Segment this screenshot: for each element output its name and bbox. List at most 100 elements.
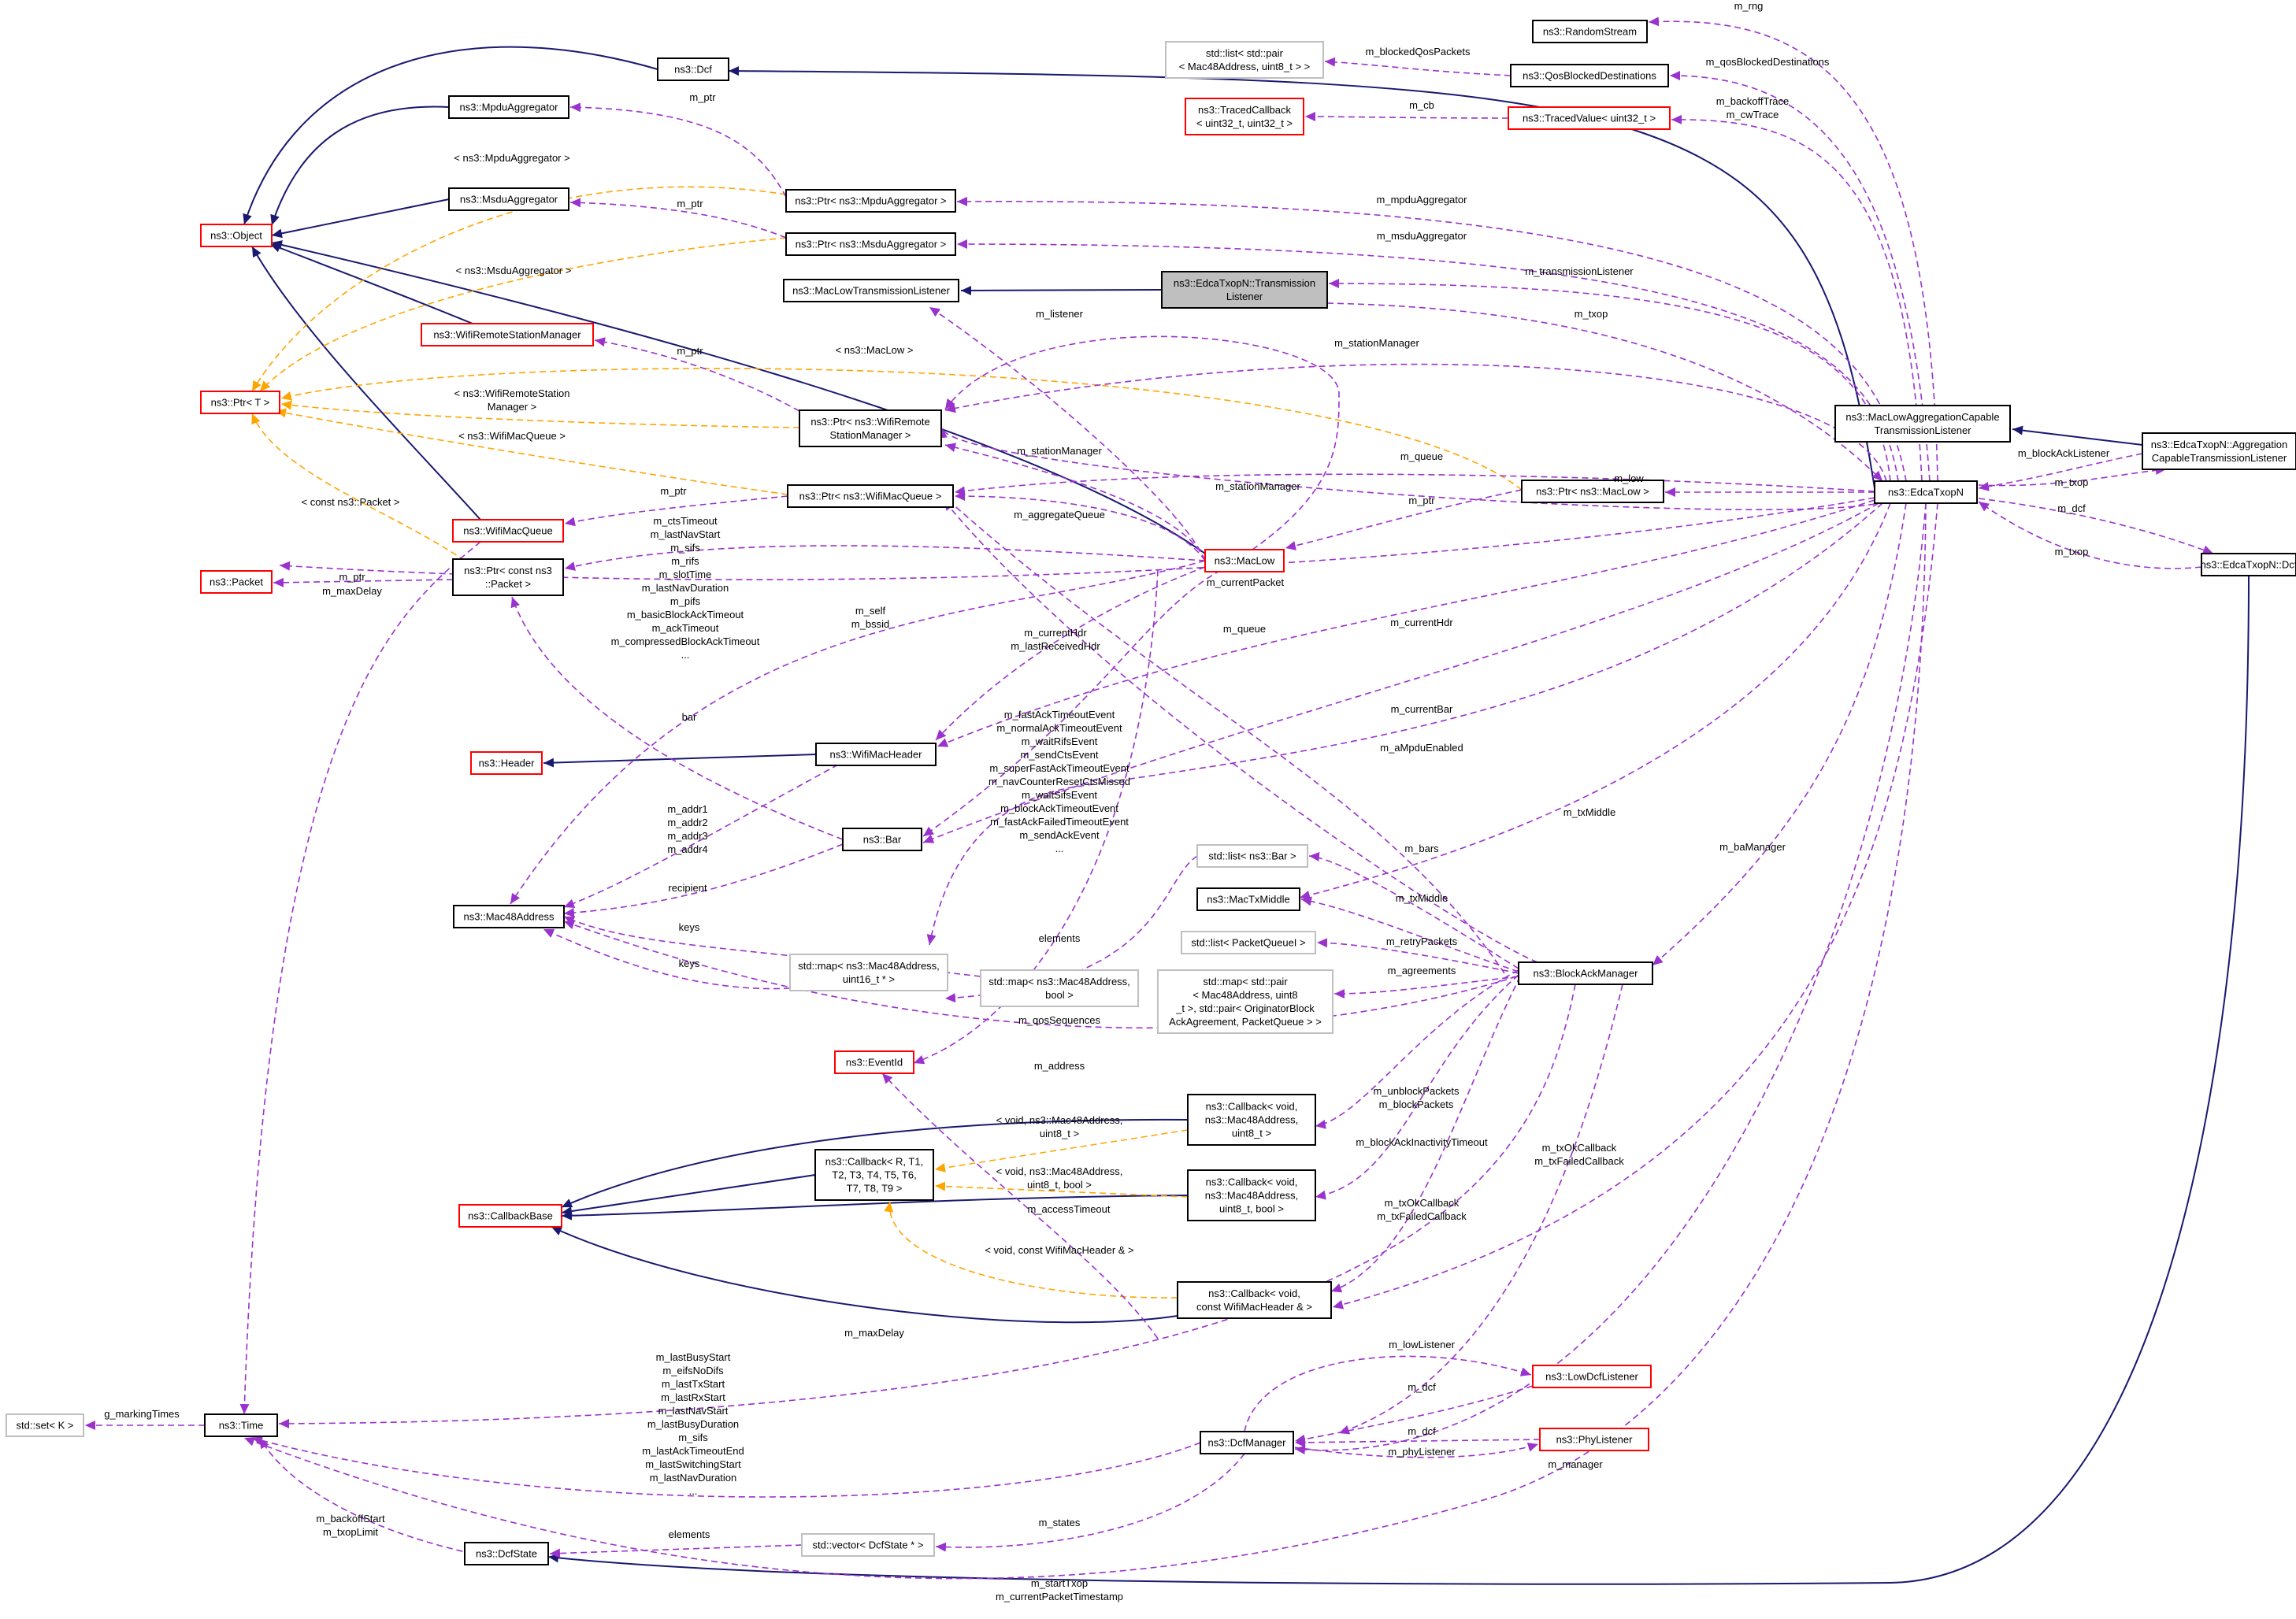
node-phyl[interactable]: ns3::PhyListener [1539, 1428, 1649, 1451]
node-dcfstate[interactable]: ns3::DcfState [464, 1542, 549, 1565]
edge-label-text: m_currentHdr [1024, 627, 1087, 639]
node-dcfmgr[interactable]: ns3::DcfManager [1200, 1431, 1294, 1454]
node-mpduagg[interactable]: ns3::MpduAggregator [448, 95, 569, 119]
edge-label-text: m_addr2 [667, 817, 707, 828]
edge-label-text: m_qosSequences [1018, 1014, 1101, 1026]
node-vecdcf[interactable]: std::vector< DcfState * > [801, 1533, 935, 1557]
node-mlactl[interactable]: ns3::MacLowAggregationCapableTransmissio… [1834, 405, 2011, 443]
node-label: uint16_t * > [843, 973, 895, 985]
node-listbar[interactable]: std::list< ns3::Bar > [1196, 844, 1308, 868]
edge-label-text: m_sendCtsEvent [1021, 749, 1099, 761]
edge-label-l_retry: m_retryPackets [1386, 935, 1458, 947]
node-bar[interactable]: ns3::Bar [842, 828, 922, 851]
node-box [1187, 1094, 1316, 1146]
node-packet[interactable]: ns3::Packet [200, 570, 273, 594]
node-label: < uint32_t, uint32_t > [1196, 117, 1293, 129]
node-tracedval[interactable]: ns3::TracedValue< uint32_t > [1508, 106, 1671, 130]
node-mapmac[interactable]: std::map< ns3::Mac48Address,uint16_t * > [789, 954, 948, 991]
member-edge [510, 596, 844, 840]
node-bam[interactable]: ns3::BlockAckManager [1518, 961, 1653, 985]
node-box [448, 95, 569, 119]
edge-label-text: m_cwTrace [1727, 109, 1779, 120]
node-cb3[interactable]: ns3::Callback< void,const WifiMacHeader … [1177, 1281, 1332, 1319]
edge-label-text: < ns3::MsduAggregator > [456, 265, 572, 276]
edge-label-text: keys [679, 958, 700, 969]
edge-label-text: ... [681, 649, 690, 661]
node-wmh[interactable]: ns3::WifiMacHeader [815, 743, 937, 766]
node-wrsm[interactable]: ns3::WifiRemoteStationManager [421, 323, 594, 346]
node-ptrmaclow[interactable]: ns3::Ptr< ns3::MacLow > [1521, 480, 1664, 503]
edge-label-text: m_txop [1575, 308, 1608, 320]
edge-label-text: m_rng [1734, 0, 1764, 12]
member-edge [1978, 465, 2167, 487]
node-lowdcf[interactable]: ns3::LowDcfListener [1532, 1365, 1652, 1388]
node-cb1[interactable]: ns3::Callback< void,ns3::Mac48Address,ui… [1187, 1094, 1316, 1146]
edge-label-text: m_sifs [670, 542, 700, 554]
node-mltl[interactable]: ns3::MacLowTransmissionListener [783, 279, 959, 302]
node-mac48[interactable]: ns3::Mac48Address [453, 905, 565, 928]
node-mactx[interactable]: ns3::MacTxMiddle [1196, 887, 1300, 911]
node-ptrwrsm[interactable]: ns3::Ptr< ns3::WifiRemoteStationManager … [799, 409, 942, 447]
node-box [1196, 844, 1308, 868]
node-box [1874, 480, 1978, 504]
node-header[interactable]: ns3::Header [470, 751, 543, 775]
node-box [1200, 1431, 1294, 1454]
node-tracedcb[interactable]: ns3::TracedCallback< uint32_t, uint32_t … [1185, 98, 1304, 135]
edge-label-text: m_aMpduEnabled [1380, 742, 1463, 754]
edge-label-l_wrsm_t: < ns3::WifiRemoteStationManager > [454, 387, 569, 413]
node-edcaagg[interactable]: ns3::EdcaTxopN::AggregationCapableTransm… [2142, 432, 2296, 470]
node-cb2[interactable]: ns3::Callback< void,ns3::Mac48Address,ui… [1187, 1169, 1316, 1221]
edge-label-l_elements2: elements [669, 1528, 710, 1540]
node-box [452, 558, 564, 596]
node-dcf[interactable]: ns3::Dcf [657, 57, 729, 81]
edge-label-text: m_dcf [2057, 502, 2086, 514]
edge-label-text: m_waitRifsEvent [1022, 735, 1098, 747]
node-mappair[interactable]: std::map< std::pair< Mac48Address, uint8… [1157, 969, 1333, 1034]
edge-label-text: m_ctsTimeout [653, 515, 718, 527]
node-edcadcf[interactable]: ns3::EdcaTxopN::Dcf [2201, 553, 2296, 576]
node-ptrT[interactable]: ns3::Ptr< T > [200, 391, 280, 414]
node-setK[interactable]: std::set< K > [6, 1413, 84, 1437]
node-eventid[interactable]: ns3::EventId [834, 1050, 914, 1074]
edge-label-l_dcf1: m_dcf [1408, 1381, 1436, 1393]
node-ptrwmq[interactable]: ns3::Ptr< ns3::WifiMacQueue > [787, 484, 954, 508]
node-randstream[interactable]: ns3::RandomStream [1532, 20, 1648, 43]
node-time[interactable]: ns3::Time [204, 1413, 278, 1437]
member-edge [1285, 489, 1523, 550]
node-box [842, 828, 922, 851]
node-msduagg[interactable]: ns3::MsduAggregator [448, 187, 569, 211]
node-listpair[interactable]: std::list< std::pair< Mac48Address, uint… [1165, 41, 1324, 79]
node-cbbase[interactable]: ns3::CallbackBase [458, 1204, 562, 1228]
node-box [657, 57, 729, 81]
node-label: ns3::Time [219, 1420, 264, 1432]
edge-label-text: m_waitSifsEvent [1022, 789, 1097, 801]
node-ptrmsdu[interactable]: ns3::Ptr< ns3::MsduAggregator > [785, 232, 956, 256]
node-qosblocked[interactable]: ns3::QosBlockedDestinations [1510, 64, 1669, 87]
node-label: ns3::DcfState [476, 1548, 537, 1560]
edge-label-text: m_addr3 [667, 830, 707, 842]
node-listpq[interactable]: std::list< PacketQueueI > [1181, 931, 1316, 954]
node-ptrmpdu[interactable]: ns3::Ptr< ns3::MpduAggregator > [785, 189, 956, 213]
node-box [785, 232, 956, 256]
member-edge [926, 502, 1883, 946]
edge-label-l_mptr6: m_ptr [339, 571, 365, 583]
node-mapbool[interactable]: std::map< ns3::Mac48Address,bool > [980, 969, 1139, 1007]
edge-label-text: m_stationManager [1017, 445, 1102, 457]
node-object[interactable]: ns3::Object [200, 224, 273, 247]
edge-label-l_currentpacket: m_currentPacket [1207, 576, 1285, 588]
edge-label-text: m_blockAckListener [2018, 447, 2110, 459]
node-maclow[interactable]: ns3::MacLow [1204, 549, 1285, 572]
edge-label-text: bar [682, 711, 697, 723]
node-ptrpacket[interactable]: ns3::Ptr< const ns3::Packet > [452, 558, 564, 596]
node-edca[interactable]: ns3::EdcaTxopN [1874, 480, 1978, 504]
node-box [1187, 1169, 1316, 1221]
node-label: ns3::Ptr< ns3::MpduAggregator > [795, 195, 946, 207]
node-focus[interactable]: ns3::EdcaTxopN::TransmissionListener [1161, 271, 1328, 309]
node-cbgen[interactable]: ns3::Callback< R, T1,T2, T3, T4, T5, T6,… [814, 1149, 934, 1201]
node-wmq[interactable]: ns3::WifiMacQueue [452, 519, 564, 543]
member-edge [569, 198, 787, 239]
node-label: ns3::TracedCallback [1198, 104, 1292, 116]
